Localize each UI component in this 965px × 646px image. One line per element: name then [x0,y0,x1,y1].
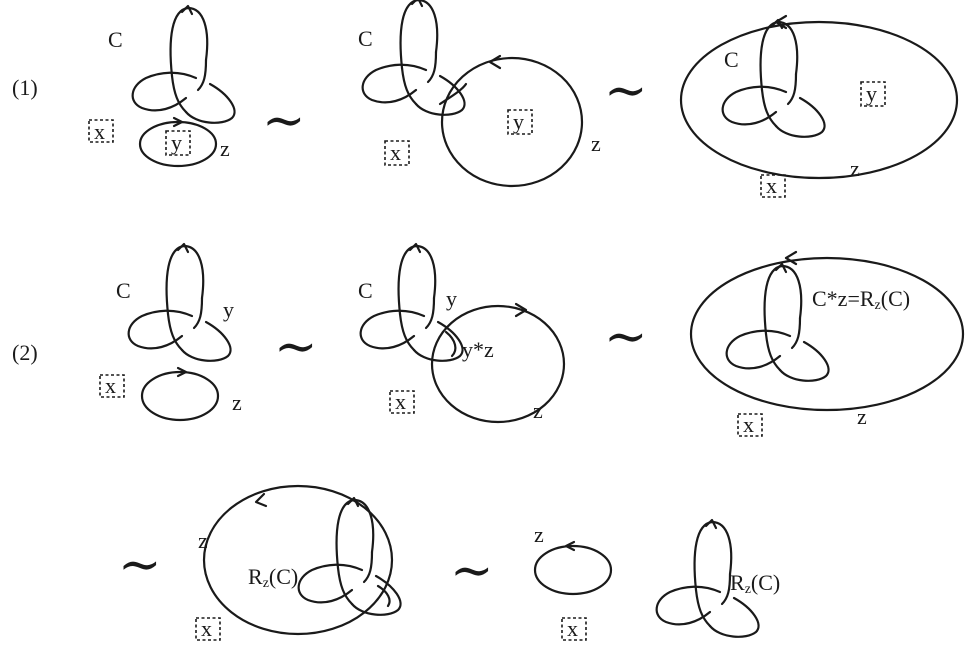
knot-label-tail: (C) [269,564,298,589]
unknot-circle-z [689,256,965,412]
dashed-box-y [860,81,886,107]
circle-arrow-icon [488,54,502,70]
box-label-x: x [567,616,578,641]
knot-label-tail: (C) [881,286,910,311]
box-label-x: x [105,373,116,398]
circle-arrow-icon [254,492,268,508]
knot-label-tail: (C) [751,570,780,595]
circle-label-z: z [198,528,208,553]
row3-panel2: z x Rz(C) [533,518,780,641]
dashed-box-x [561,617,587,641]
arc-label-y-star-z: y*z [462,337,494,362]
unknot-circle-z [679,20,959,180]
trefoil-knot [127,242,232,362]
knot-label-c: C [724,47,739,72]
arc-label-y: y [223,297,234,322]
row3-panel1: z Rz(C) x [195,484,402,641]
box-label-y: y [866,81,877,106]
unknot-circle-z [440,56,584,188]
row1-panel3: C y x z [679,14,959,198]
circle-arrow-icon [564,540,576,552]
arc-label-y: y [446,286,457,311]
equivalence-tilde: ∼ [604,307,648,367]
equivalence-tilde: ∼ [118,535,162,595]
box-label-x: x [201,616,212,641]
knot-label-c: C [358,26,373,51]
crossing-strand [438,82,468,106]
box-label-x: x [94,119,105,144]
crossing-strand [444,330,457,358]
dashed-box-y [165,130,191,156]
circle-label-z: z [232,390,242,415]
circle-label-z: z [220,136,230,161]
dashed-box-x [760,174,786,198]
dashed-box-x [99,374,125,398]
box-label-y: y [513,109,524,134]
circle-label-z: z [850,156,860,181]
knot-label-main: R [248,564,263,589]
circle-label-z: z [591,131,601,156]
circle-label-z: z [857,404,867,429]
knot-label-subscript: z [875,298,881,313]
dashed-box-x [389,390,415,414]
knot-label-main: R [730,570,745,595]
row1-panel1: C x y z [88,4,236,168]
equivalence-tilde: ∼ [274,317,318,377]
unknot-circle-z [533,544,613,596]
knot-label-c: C [108,27,123,52]
circle-label-z: z [533,398,543,423]
circle-arrow-icon [514,302,528,318]
crossing-strand [376,584,391,608]
trefoil-knot [131,4,236,124]
dashed-box-x [88,119,114,143]
box-label-y: y [171,130,182,155]
row2-panel3: C*z=Rz(C) x z [689,250,965,437]
box-label-x: x [743,412,754,437]
box-label-x: x [395,389,406,414]
circle-arrow-icon [784,250,798,266]
row1-panel2: C y x z [358,0,601,188]
trefoil-knot [297,496,402,616]
row2-panel1: C y x z [99,242,242,422]
knot-label-main: C*z=R [812,286,875,311]
equivalence-tilde: ∼ [450,541,494,601]
knot-label-c: C [116,278,131,303]
equivalence-tilde: ∼ [604,61,648,121]
dashed-box-x [195,617,221,641]
circle-label-z: z [534,522,544,547]
circle-arrow-icon [172,116,184,128]
unknot-circle-z [202,484,394,636]
row1-number: (1) [12,75,38,100]
dashed-box-x [384,140,410,166]
equivalence-tilde: ∼ [262,91,306,151]
unknot-circle-z [138,120,218,168]
dashed-box-x [737,413,763,437]
dashed-box-y [507,109,533,135]
circle-arrow-icon [176,366,188,378]
box-label-x: x [390,140,401,165]
knot-label-c: C [358,278,373,303]
knot-label-rz-c: Rz(C) [730,570,780,597]
trefoil-knot [725,262,830,382]
box-label-x: x [766,173,777,198]
knot-label-rz-c: C*z=Rz(C) [812,286,910,313]
unknot-circle-z [430,304,566,424]
knot-label-subscript: z [263,576,269,591]
unknot-circle-z [140,370,220,422]
row2-number: (2) [12,340,38,365]
row2-panel2: C y y*z x z [358,242,566,424]
knot-label-rz-c: Rz(C) [248,564,298,591]
knot-label-subscript: z [745,582,751,597]
